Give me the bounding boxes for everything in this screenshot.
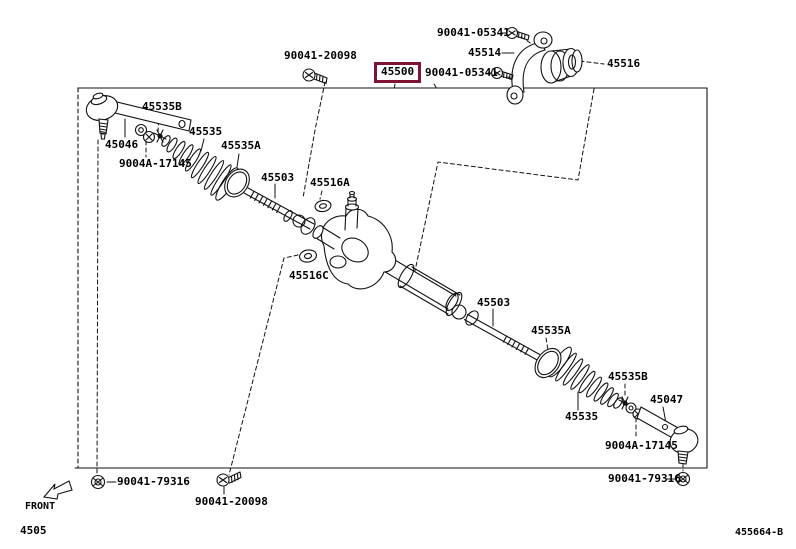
- bolt-20098-lower-icon: [217, 472, 241, 486]
- part-label-90041-20098-lower[interactable]: 90041-20098: [195, 495, 268, 508]
- diagram-border: [75, 88, 707, 468]
- left-inner-rod-drawing: [244, 188, 314, 229]
- left-ring-drawing: [220, 164, 255, 201]
- part-label-45500-text: 45500: [381, 65, 415, 78]
- part-label-45514[interactable]: 45514: [468, 46, 502, 59]
- part-label-45535b-right[interactable]: 45535B: [608, 370, 648, 383]
- part-label-45046[interactable]: 45046: [105, 138, 139, 151]
- right-ring-drawing: [530, 344, 567, 383]
- part-label-45516a[interactable]: 45516A: [310, 176, 350, 189]
- part-label-45500-highlighted[interactable]: 45500: [374, 62, 422, 83]
- part-label-45535-right[interactable]: 45535: [565, 410, 599, 423]
- page-code: 4505: [20, 524, 47, 537]
- nut-17145-left-icon: [136, 125, 155, 143]
- bolt-05341-upper-icon: [507, 28, 530, 41]
- part-label-45503-left[interactable]: 45503: [261, 171, 295, 184]
- bushing-45516-drawing: [541, 49, 582, 84]
- part-label-45047[interactable]: 45047: [650, 393, 684, 406]
- part-label-45535b-left[interactable]: 45535B: [142, 100, 182, 113]
- pinion-housing-drawing: [298, 192, 396, 289]
- bolt-05341-lower-icon: [492, 68, 514, 80]
- part-label-90041-20098-upper[interactable]: 90041-20098: [284, 49, 357, 62]
- part-label-90041-79316-right[interactable]: 90041-79316: [608, 472, 681, 485]
- part-label-45516[interactable]: 45516: [607, 57, 641, 70]
- grommet-45516c-drawing: [299, 249, 318, 264]
- nut-79316-right-icon: [677, 473, 690, 486]
- tie-rod-end-left-drawing: [83, 92, 191, 139]
- nut-79316-left-icon: [92, 476, 105, 489]
- front-arrow-icon: [44, 481, 72, 499]
- bracket-45514-drawing: [507, 32, 552, 104]
- tie-rod-end-right-drawing: [637, 407, 701, 464]
- part-label-45535a-right[interactable]: 45535A: [531, 324, 571, 337]
- left-boot-drawing: [160, 134, 241, 202]
- solid-leader-lines: [107, 33, 675, 494]
- part-label-90041-79316-left[interactable]: 90041-79316: [117, 475, 190, 488]
- bolt-20098-upper-icon: [303, 69, 327, 84]
- clip-45535b-left-icon: [154, 130, 166, 142]
- part-label-45535-left[interactable]: 45535: [189, 125, 223, 138]
- part-label-45503-right[interactable]: 45503: [477, 296, 511, 309]
- part-label-9004a-17145-right[interactable]: 9004A-17145: [605, 439, 678, 452]
- part-label-90041-05341-lower[interactable]: 90041-05341: [425, 66, 498, 79]
- figure-code: 455664-B: [735, 527, 784, 538]
- part-label-9004a-17145-left[interactable]: 9004A-17145: [119, 157, 192, 170]
- right-inner-rod-drawing: [463, 309, 550, 366]
- part-label-45516c[interactable]: 45516C: [289, 269, 329, 282]
- part-label-45535a-left[interactable]: 45535A: [221, 139, 261, 152]
- grommet-45516a-drawing: [314, 199, 332, 213]
- front-direction-label: FRONT: [25, 501, 56, 512]
- part-label-90041-05341-upper[interactable]: 90041-05341: [437, 26, 510, 39]
